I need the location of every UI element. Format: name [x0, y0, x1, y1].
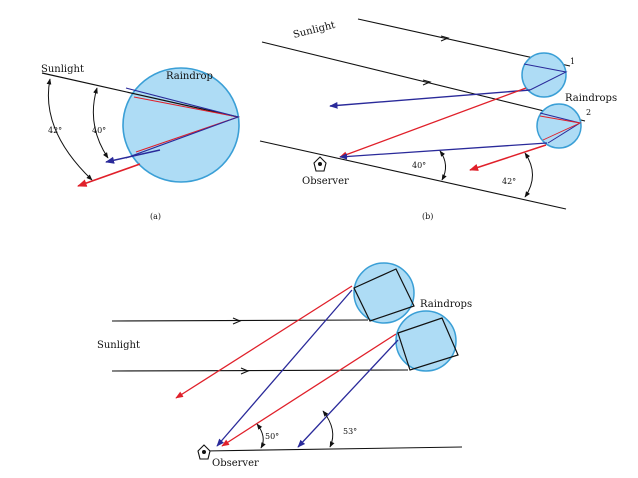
blue-ray-c-lower [297, 339, 399, 448]
angle-53-label: 53° [343, 427, 357, 436]
drop-1-label: 1 [570, 57, 575, 66]
ground-line-c [204, 446, 463, 452]
red-ray-c-lower [221, 333, 397, 447]
angle-arc-42-b [524, 152, 533, 198]
angle-arc-42 [46, 78, 93, 181]
sunlight-label-c: Sunlight [97, 340, 140, 351]
observer-label-b: Observer [302, 176, 349, 187]
observer-icon-c [197, 444, 211, 460]
angle-50-label: 50° [265, 432, 279, 441]
caption-a: (a) [150, 212, 161, 221]
blue-ray-drop2 [339, 142, 548, 160]
panel-a: Sunlight Raindrop 42° 40° (a) [41, 64, 241, 221]
sunlight-ray-c-lower [111, 369, 409, 372]
angle-arc-50 [256, 423, 266, 449]
blue-ray-c-upper [216, 289, 353, 447]
angle-42-label-b: 42° [502, 177, 516, 186]
sunlight-ray-lower [261, 41, 586, 122]
raindrop-c-upper [353, 262, 415, 324]
raindrop-label: Raindrop [166, 71, 213, 82]
angle-arc-53 [322, 410, 335, 448]
observer-icon [313, 156, 327, 172]
raindrop-circle [122, 67, 240, 183]
raindrop-c-lower [395, 310, 457, 372]
ground-line-b [259, 140, 567, 210]
blue-internal-path [125, 87, 240, 159]
panel-b: Sunlight 1 2 Raindrops Observer 40° 42° … [259, 18, 617, 221]
raindrops-label-c: Raindrops [420, 299, 472, 310]
angle-42-label: 42° [48, 126, 62, 135]
red-ray-drop1 [339, 87, 527, 158]
red-ray-c-upper [175, 285, 353, 399]
angle-40-label: 40° [92, 126, 106, 135]
drop-2-label: 2 [586, 108, 591, 117]
caption-b: (b) [422, 212, 433, 221]
raindrop-1 [521, 52, 567, 98]
sunlight-label: Sunlight [41, 64, 84, 75]
angle-arc-40-b [439, 150, 447, 181]
red-emergent-ray [77, 163, 141, 187]
blue-ray-drop1 [329, 89, 531, 109]
angle-arc-40 [92, 87, 109, 159]
observer-label-c: Observer [212, 458, 259, 469]
angle-40-label-b: 40° [412, 161, 426, 170]
red-ray-drop2 [469, 144, 547, 171]
sunlight-label-b: Sunlight [292, 20, 336, 41]
panel-c: Sunlight Raindrops Observer 50° 53° [97, 262, 472, 469]
raindrops-label-b: Raindrops [565, 93, 617, 104]
blue-emergent-ray [105, 149, 161, 164]
